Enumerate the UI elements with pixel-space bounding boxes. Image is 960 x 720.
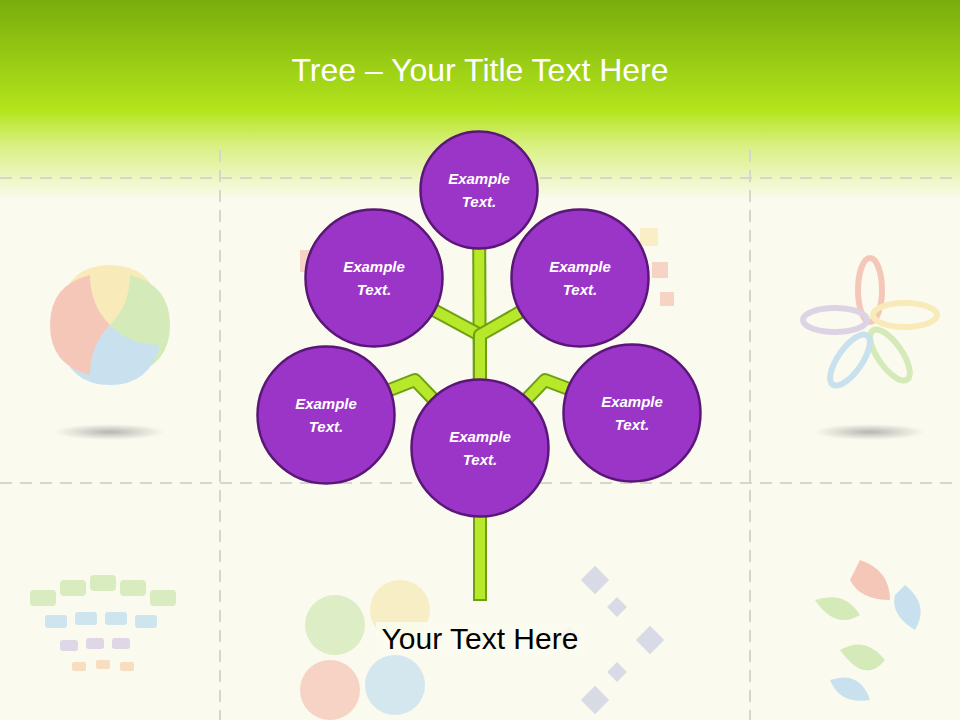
decor-left: [50, 265, 170, 385]
shadow: [55, 424, 165, 440]
node-label: Example Text.: [438, 425, 522, 471]
node-label: Example Text.: [332, 255, 416, 301]
tree-circle: Example Text.: [304, 208, 444, 348]
node-label: Example Text.: [284, 392, 368, 438]
branch-group: [528, 380, 568, 398]
tree-branch: [390, 380, 432, 398]
circle-outline: [410, 378, 550, 518]
tree-branch: [480, 312, 520, 379]
node-label: Example Text.: [590, 390, 674, 436]
tree-circle: Example Text.: [410, 378, 550, 518]
caption-box: Your Text Here: [0, 622, 960, 656]
circle-outline: [510, 208, 650, 348]
slide-title: Tree – Your Title Text Here: [0, 52, 960, 89]
tree-circle: Example Text.: [419, 130, 539, 250]
node-label: Example Text.: [538, 255, 622, 301]
branch-group: [480, 312, 520, 379]
tree-branch: [528, 380, 568, 398]
circle-outline: [562, 343, 702, 483]
node-label: Example Text.: [437, 167, 521, 213]
decor-bottom-right: [815, 560, 921, 701]
decor-bottom-left: [30, 575, 176, 671]
shadow: [815, 424, 925, 440]
branch-fill: [390, 380, 432, 398]
branch-fill: [480, 312, 520, 379]
tree-circle: Example Text.: [510, 208, 650, 348]
decor-right: [803, 258, 937, 391]
circle-outline: [256, 345, 396, 485]
circle-outline: [304, 208, 444, 348]
circle-outline: [419, 130, 539, 250]
caption: Your Text Here: [376, 622, 585, 655]
tree-circle: Example Text.: [562, 343, 702, 483]
tree-circle: Example Text.: [256, 345, 396, 485]
branch-group: [390, 380, 432, 398]
branch-fill: [528, 380, 568, 398]
